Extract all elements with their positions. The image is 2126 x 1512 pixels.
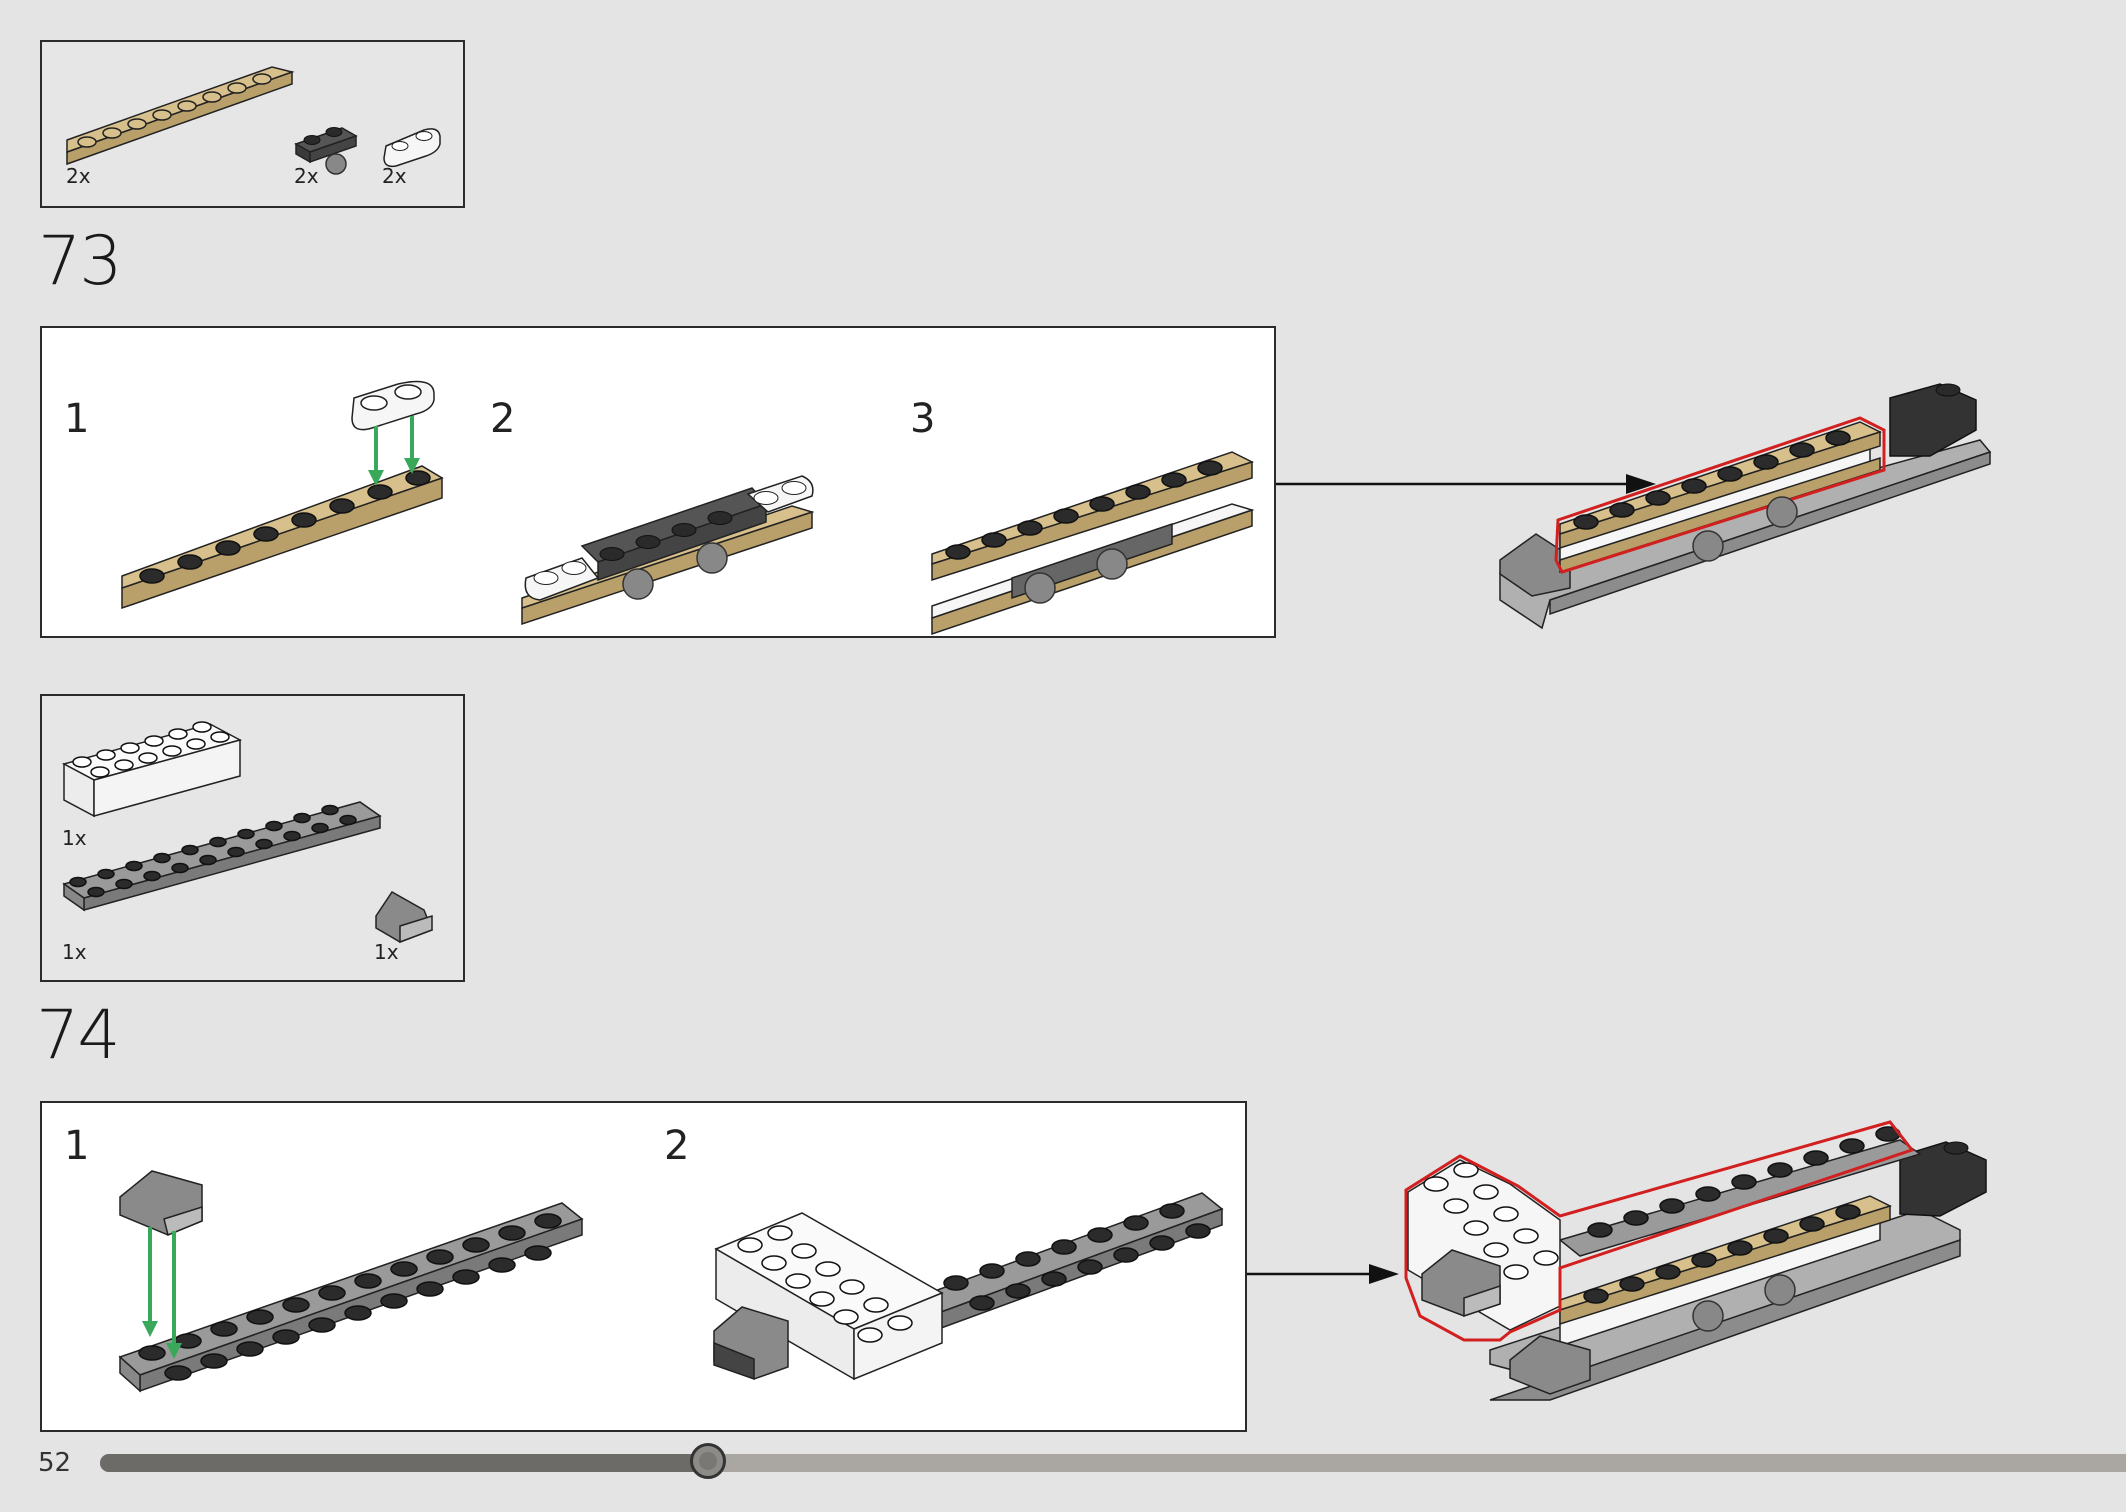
step-74-result-model [1404, 1120, 1987, 1401]
white-brick-part-icon [61, 721, 243, 818]
step-74-substeps-panel: 1 2 [40, 1101, 1247, 1432]
step-73-result-arrow [1276, 474, 1656, 494]
substep-1-assembly-illustration [121, 380, 444, 610]
substep-1-assembly-illustration [118, 1170, 584, 1393]
progress-bar-fill [100, 1454, 708, 1472]
substep-3-assembly-illustration [931, 451, 1255, 636]
dark-plate-ball-part-icon [294, 127, 358, 175]
progress-bar-knob[interactable] [690, 1443, 726, 1479]
part-quantity: 2x [66, 164, 91, 188]
substep-2-assembly-illustration [713, 1192, 1224, 1381]
step-73-substeps-panel: 1 2 3 [40, 326, 1276, 638]
part-quantity: 2x [294, 164, 319, 188]
step-number: 73 [38, 222, 123, 301]
part-quantity: 1x [62, 826, 87, 850]
white-plate-part-icon [383, 128, 441, 168]
page-number: 52 [38, 1448, 72, 1478]
substep-number: 1 [64, 396, 90, 442]
step-73-result-model [1499, 383, 1992, 630]
grey-plate-part-icon [62, 801, 382, 912]
part-quantity: 1x [62, 940, 87, 964]
tan-plate-part-icon [66, 66, 295, 166]
step-number: 74 [36, 996, 121, 1075]
grey-slope-part-icon [375, 891, 433, 944]
part-quantity: 2x [382, 164, 407, 188]
part-quantity: 1x [374, 940, 399, 964]
substep-number: 1 [64, 1123, 90, 1169]
substep-number: 2 [490, 396, 516, 442]
step-74-parts-list: 1x 1x 1x [40, 694, 465, 982]
substep-2-assembly-illustration [521, 475, 815, 626]
substep-number: 3 [910, 396, 936, 442]
substep-number: 2 [664, 1123, 690, 1169]
step-73-parts-list: 2x 2x 2x [40, 40, 465, 208]
step-74-result-arrow [1247, 1264, 1399, 1284]
